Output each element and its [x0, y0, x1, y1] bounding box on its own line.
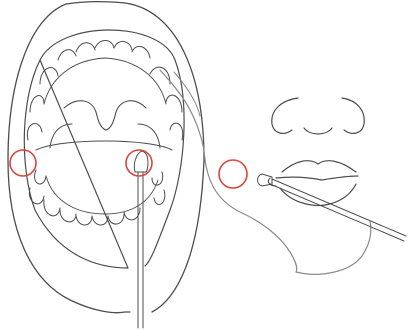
mouth-swab [134, 151, 148, 328]
nose [272, 98, 364, 134]
cheek-marker [219, 160, 247, 188]
cheek-crease [174, 72, 200, 116]
left-cheek-marker [10, 150, 36, 176]
face-swab-stick [272, 179, 406, 236]
mouth-swab-tip [134, 151, 148, 172]
upper-lip [282, 161, 356, 172]
uvula [64, 101, 146, 130]
face-panel [160, 70, 406, 274]
upper-teeth [27, 41, 182, 141]
face-swab-stick-edge [270, 184, 404, 241]
chin [296, 222, 371, 274]
inner-lip-outline [24, 30, 184, 268]
lower-teeth [29, 170, 164, 225]
open-mouth-panel [8, 2, 204, 328]
face-swab [258, 174, 407, 241]
tongue [36, 141, 172, 150]
tongue-tip [50, 124, 160, 148]
face-swab-tip [258, 174, 273, 186]
mouth-line [276, 176, 358, 180]
